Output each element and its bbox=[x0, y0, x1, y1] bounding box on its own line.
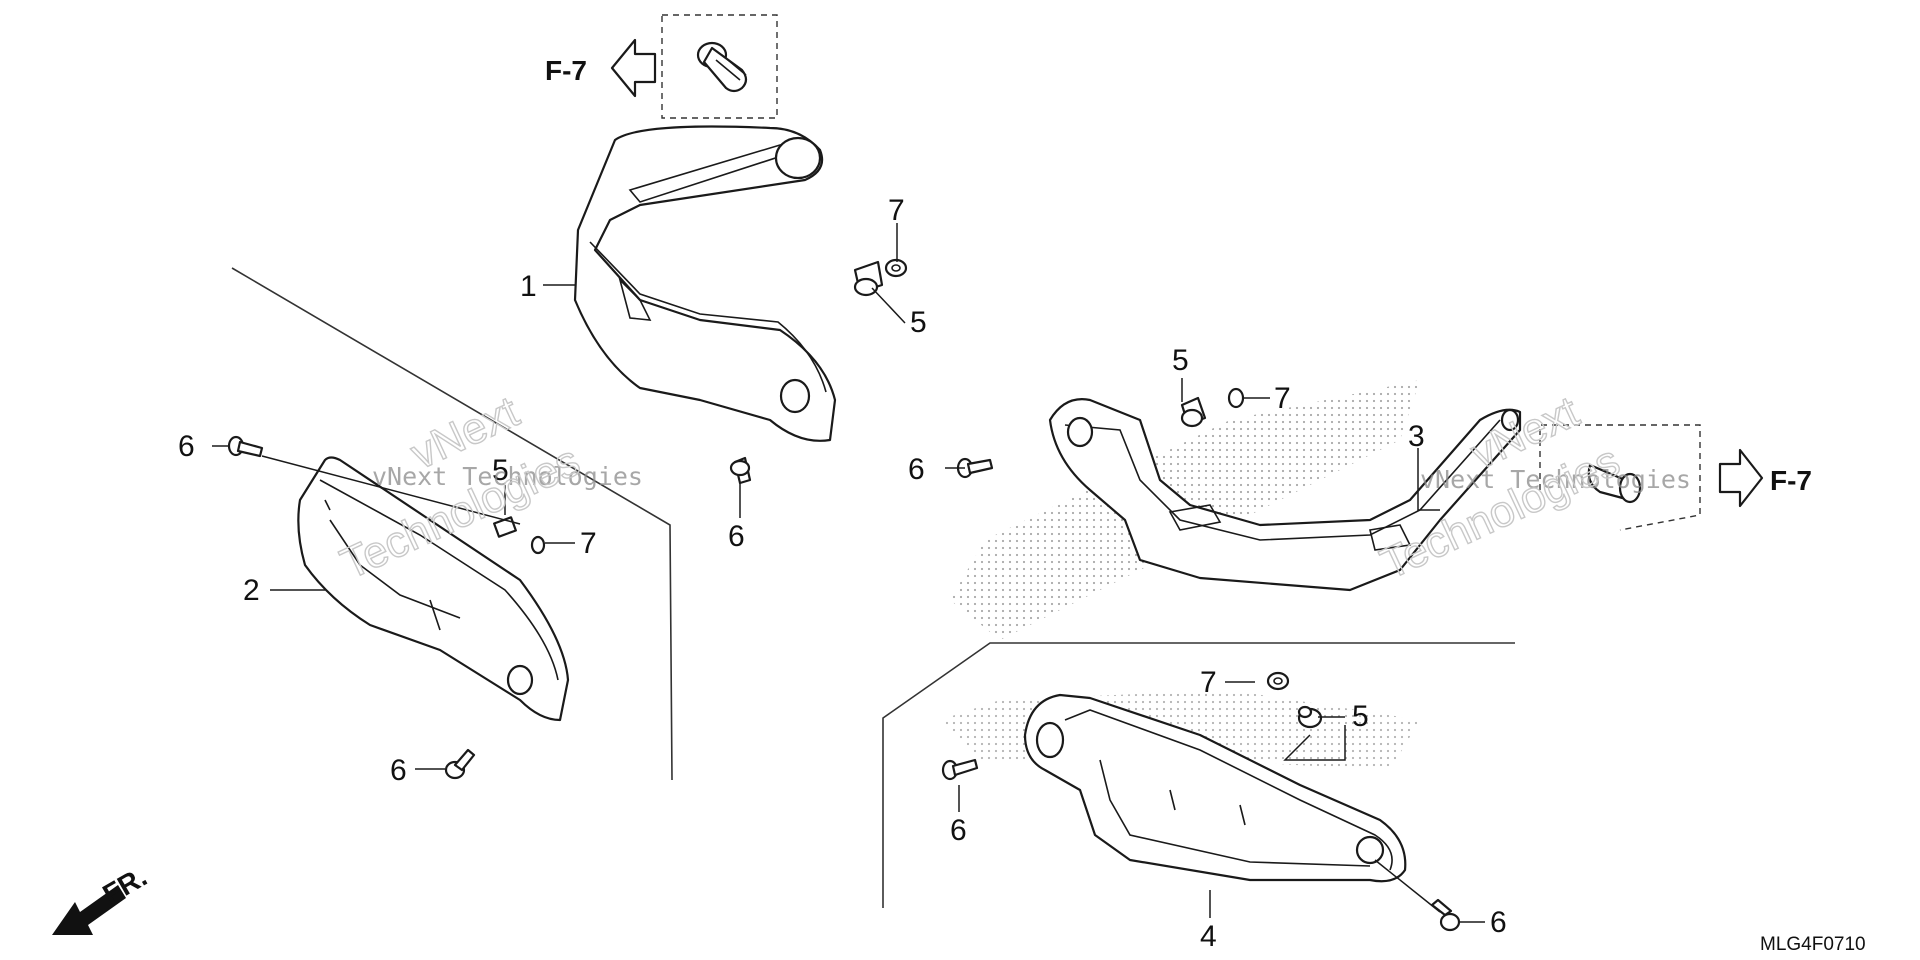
part-3-handguard-upper-right bbox=[1048, 398, 1522, 592]
ref-tag-f7-left: F-7 bbox=[545, 55, 587, 86]
ref-arrow-left bbox=[610, 38, 657, 98]
front-arrow bbox=[52, 885, 126, 935]
part-4-handguard-lower-right bbox=[1023, 693, 1407, 883]
callout-6-d: 6 bbox=[390, 754, 407, 787]
bolt-6-b bbox=[729, 456, 752, 485]
washer-upper-right bbox=[1227, 387, 1245, 409]
callout-7-c: 7 bbox=[1200, 666, 1217, 699]
callout-7-a: 7 bbox=[888, 194, 905, 227]
ref-tag-f7-right: F-7 bbox=[1770, 465, 1812, 496]
callout-6-c: 6 bbox=[908, 453, 925, 486]
bolt-top-box bbox=[696, 41, 748, 93]
bolt-6-e bbox=[941, 758, 979, 781]
part-2-handguard-lower-left bbox=[297, 456, 570, 722]
collar-upper-right bbox=[1180, 396, 1207, 428]
callout-5-d: 5 bbox=[492, 454, 509, 487]
callout-7-d: 7 bbox=[580, 527, 597, 560]
bolt-6-a bbox=[227, 435, 264, 458]
washer-left bbox=[530, 535, 546, 555]
callout-5-c: 5 bbox=[1352, 700, 1369, 733]
watermark-text-left: vNext Technologies bbox=[372, 462, 643, 491]
collar-lower-right bbox=[1297, 705, 1323, 729]
callout-4: 4 bbox=[1200, 920, 1217, 953]
washer-upper-left bbox=[884, 258, 908, 278]
collar-upper-left bbox=[853, 260, 884, 297]
callout-7-b: 7 bbox=[1274, 382, 1291, 415]
ref-arrow-right bbox=[1718, 448, 1764, 508]
watermark-text-right: vNext Technologies bbox=[1420, 465, 1691, 494]
callout-6-b: 6 bbox=[728, 520, 745, 553]
callout-6-e: 6 bbox=[950, 814, 967, 847]
washer-lower-right bbox=[1266, 671, 1290, 691]
leader-lines bbox=[212, 223, 1485, 923]
callout-3: 3 bbox=[1408, 420, 1425, 453]
callout-2: 2 bbox=[243, 574, 260, 607]
frame-lines bbox=[231, 267, 1515, 908]
part-1-handguard-upper-left bbox=[573, 125, 837, 442]
callout-5-a: 5 bbox=[910, 306, 927, 339]
bolt-6-f bbox=[1430, 898, 1461, 932]
bolt-right-box bbox=[1587, 463, 1642, 504]
bolt-6-d bbox=[444, 748, 476, 780]
callout-6-f: 6 bbox=[1490, 906, 1507, 939]
drawing-code: MLG4F0710 bbox=[1760, 934, 1866, 955]
callout-5-b: 5 bbox=[1172, 344, 1189, 377]
callout-1: 1 bbox=[520, 270, 537, 303]
callout-6-a: 6 bbox=[178, 430, 195, 463]
